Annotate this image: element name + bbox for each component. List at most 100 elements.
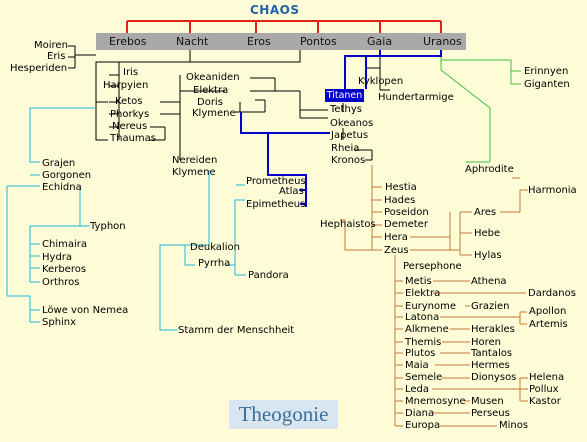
name-pollux: Pollux xyxy=(529,384,559,395)
name-themis: Themis xyxy=(405,337,442,348)
name-iris: Iris xyxy=(123,67,139,78)
name-phorkys: Phorkys xyxy=(110,109,150,120)
name-grazien: Grazien xyxy=(471,301,510,312)
name-hestia: Hestia xyxy=(385,182,417,193)
titan-connectors xyxy=(240,50,442,207)
name-harpyien: Harpyien xyxy=(103,80,149,91)
name-demeter: Demeter xyxy=(384,219,428,230)
name-thaumas: Thaumas xyxy=(110,133,156,144)
name-tethys: Tethys xyxy=(330,104,362,115)
name-orthros: Orthros xyxy=(42,277,80,288)
name-nereiden: Nereiden xyxy=(172,155,218,166)
name-semele: Semele xyxy=(405,372,443,383)
name-nereus: Nereus xyxy=(112,121,148,132)
name-persephone: Persephone xyxy=(403,261,462,272)
name-dardanos: Dardanos xyxy=(528,288,576,299)
name-artemis: Artemis xyxy=(529,319,568,330)
name-herakles: Herakles xyxy=(471,324,515,335)
name-elektra: Elektra xyxy=(193,85,229,96)
zeus-connectors xyxy=(340,165,528,427)
name-zeus: Zeus xyxy=(384,245,409,256)
name-deukalion: Deukalion xyxy=(190,242,240,253)
name-alkmene: Alkmene xyxy=(405,324,449,335)
name-prometheus: Prometheus xyxy=(246,176,306,187)
name-typhon: Typhon xyxy=(90,221,126,232)
name-metis: Metis xyxy=(405,276,432,287)
name-athena: Athena xyxy=(471,276,507,287)
name-doris: Doris xyxy=(197,97,223,108)
name-horen: Horen xyxy=(471,337,502,348)
bar-label-eros: Eros xyxy=(247,35,271,48)
bar-label-nacht: Nacht xyxy=(176,35,209,48)
name-hephaistos: Hephaistos xyxy=(320,219,376,230)
name-minos: Minos xyxy=(499,420,529,431)
name-apollon: Apollon xyxy=(529,306,567,317)
name-harmonia: Harmonia xyxy=(528,185,577,196)
name-diana: Diana xyxy=(405,408,435,419)
name-kastor: Kastor xyxy=(529,396,561,407)
name-pandora: Pandora xyxy=(248,270,289,281)
name-ketos: Ketos xyxy=(115,96,143,107)
name-hera: Hera xyxy=(384,232,408,243)
name-hades: Hades xyxy=(384,195,416,206)
name-eurynome: Eurynome xyxy=(405,301,457,312)
name-giganten: Giganten xyxy=(524,79,570,90)
name-mnemosyne: Mnemosyne xyxy=(405,396,466,407)
name-ares: Ares xyxy=(474,207,497,218)
name-klymene: Klymene xyxy=(172,167,216,178)
name-dionysos: Dionysos xyxy=(471,372,517,383)
gaia-connectors xyxy=(440,50,521,163)
name-leda: Leda xyxy=(405,384,430,395)
name-plutos: Plutos xyxy=(405,348,436,359)
name-sphinx: Sphinx xyxy=(42,317,77,328)
bar-label-erebos: Erebos xyxy=(109,35,147,48)
name-tantalos: Tantalos xyxy=(471,348,513,359)
bar-label-uranos: Uranos xyxy=(423,35,462,48)
name-grajen: Grajen xyxy=(42,158,76,169)
theogonie-label: Theogonie xyxy=(229,400,338,429)
name-kronos: Kronos xyxy=(331,155,366,166)
name-moiren: Moiren xyxy=(34,40,68,51)
name-atlas: Atlas xyxy=(279,186,304,197)
name-hylas: Hylas xyxy=(474,250,502,261)
name-kyklopen: Kyklopen xyxy=(358,76,404,87)
name-musen: Musen xyxy=(471,396,504,407)
name-hebe: Hebe xyxy=(474,228,501,239)
chaos-title: CHAOS xyxy=(250,3,300,17)
name-hydra: Hydra xyxy=(42,252,73,263)
name-epimetheus: Epimetheus xyxy=(246,199,306,210)
name-löwe-von-nemea: Löwe von Nemea xyxy=(42,305,129,316)
name-poseidon: Poseidon xyxy=(384,207,429,218)
bar-label-gaia: Gaia xyxy=(367,35,393,48)
name-pyrrha: Pyrrha xyxy=(198,258,231,269)
name-okeanos: Okeanos xyxy=(330,118,374,129)
titanen-badge: Titanen xyxy=(325,89,364,102)
name-latona: Latona xyxy=(405,312,440,323)
name-hesperiden: Hesperiden xyxy=(10,63,68,74)
bar-label-pontos: Pontos xyxy=(300,35,337,48)
name-hundertarmige: Hundertarmige xyxy=(378,92,454,103)
name-perseus: Perseus xyxy=(471,408,510,419)
name-europa: Europa xyxy=(405,420,441,431)
name-maia: Maia xyxy=(405,360,429,371)
name-helena: Helena xyxy=(529,372,565,383)
name-okeaniden: Okeaniden xyxy=(186,72,240,83)
pontos-connectors xyxy=(6,107,246,331)
name-stamm-der-menschheit: Stamm der Menschheit xyxy=(178,325,295,336)
primordial-bar xyxy=(96,33,466,50)
name-klymene: Klymene xyxy=(192,108,236,119)
name-gorgonen: Gorgonen xyxy=(42,170,92,181)
name-chimaira: Chimaira xyxy=(42,239,87,250)
chaos-connectors xyxy=(126,20,442,33)
name-echidna: Echidna xyxy=(42,182,82,193)
black-connectors xyxy=(68,45,390,161)
name-erinnyen: Erinnyen xyxy=(524,66,569,77)
name-kerberos: Kerberos xyxy=(42,264,87,275)
name-eris: Eris xyxy=(47,51,66,62)
name-japetus: Japetus xyxy=(331,130,369,141)
name-aphrodite: Aphrodite xyxy=(465,164,514,175)
name-hermes: Hermes xyxy=(471,360,510,371)
name-rheia: Rheia xyxy=(331,143,360,154)
